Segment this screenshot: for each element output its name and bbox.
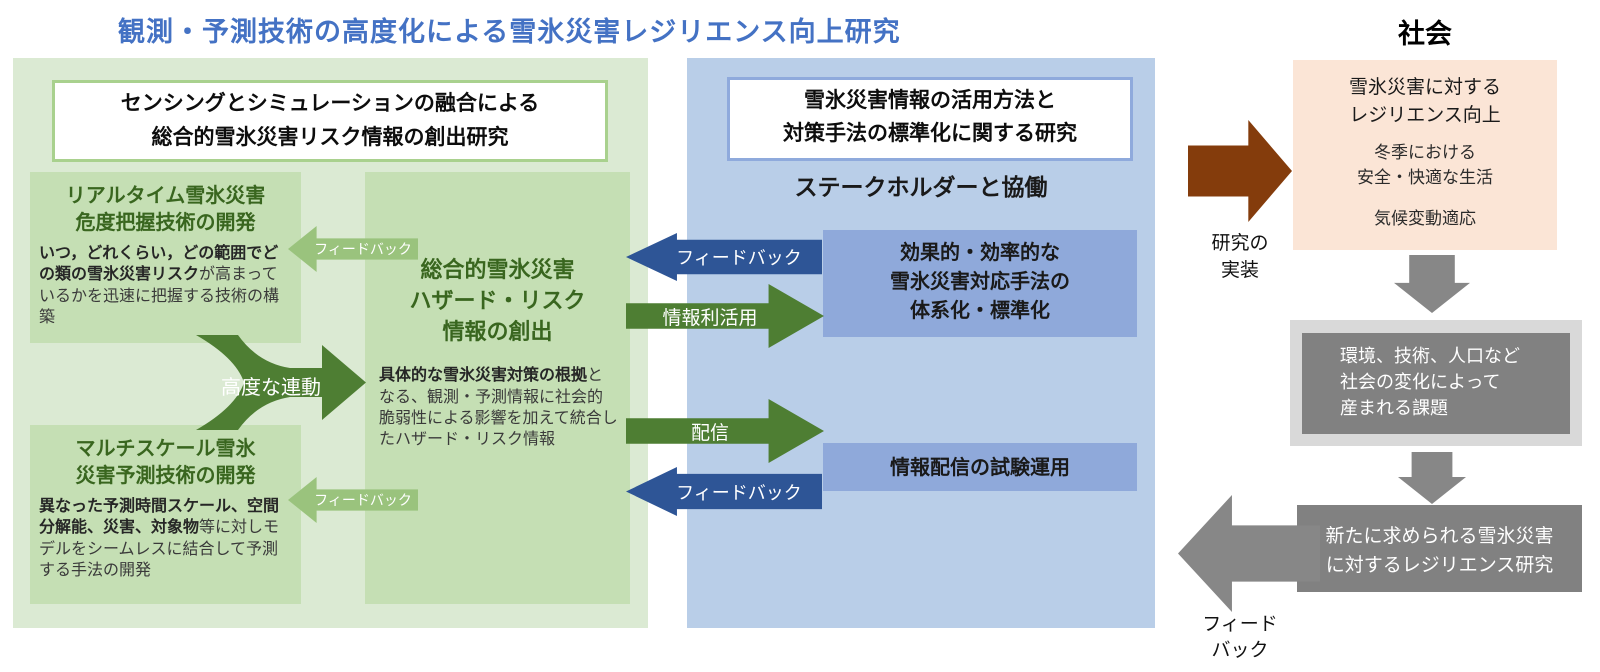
standardization-box: 効果的・効率的な 雪氷災害対応手法の 体系化・標準化 — [823, 230, 1137, 337]
feedback-arrow-top-label: フィードバック — [314, 242, 412, 258]
multiscale-forecast-body-bold: 異なった予測時間スケール、空間分解能、災害、対象物 — [39, 496, 280, 537]
multiscale-forecast-body-rest: 等に対しモデルをシームレスに結合して予測する手法の開発 — [39, 517, 280, 579]
blue-panel-header: 雪氷災害情報の活用方法と 対策手法の標準化に関する研究 — [727, 77, 1133, 161]
society-down-arrow-bottom-icon — [1398, 452, 1466, 504]
society-feedback-label: フィード バック — [1202, 613, 1278, 661]
research-implementation-arrow-icon — [1188, 120, 1292, 222]
multiscale-forecast-body: 異なった予測時間スケール、空間分解能、災害、対象物等に対しモデルをシームレスに結… — [30, 489, 301, 580]
society-heading: 社会 — [1398, 19, 1452, 50]
resilience-improvement-label: 雪氷災害に対する レジリエンス向上 — [1348, 76, 1501, 126]
multiscale-forecast-title: マルチスケール雪氷 災害予測技術の開発 — [75, 436, 256, 487]
new-resilience-research-box: 新たに求められる雪氷災害 に対するレジリエンス研究 — [1297, 505, 1582, 592]
advanced-linkage-arrow-icon — [196, 335, 366, 430]
realtime-hazard-body-bold: いつ，どれくらい，どの範囲でどの類の雪氷災害リスク — [39, 243, 279, 284]
winter-life-label: 冬季における 安全・快適な生活 — [1357, 143, 1493, 188]
advanced-linkage-label: 高度な連動 — [221, 375, 321, 399]
left-panel-header: センシングとシミュレーションの融合による 総合的雪氷災害リスク情報の創出研究 — [52, 80, 608, 162]
info-use-arrow-label: 情報利活用 — [662, 306, 758, 329]
society-down-arrow-top-icon — [1394, 255, 1470, 313]
integrated-hazard-risk-body: 具体的な雪氷災害対策の根拠となる、観測・予測情報に社会的脆弱性による影響を加えて… — [365, 348, 630, 449]
feedback-left-arrow-top-label: フィードバック — [676, 248, 802, 269]
research-implementation-label: 研究の 実装 — [1211, 232, 1269, 281]
delivery-arrow-label: 配信 — [690, 421, 729, 444]
realtime-hazard-box: リアルタイム雪氷災害 危度把握技術の開発 いつ，どれくらい，どの範囲でどの類の雪… — [30, 172, 301, 343]
integrated-hazard-risk-body-bold: 具体的な雪氷災害対策の根拠 — [379, 365, 588, 385]
multiscale-forecast-box: マルチスケール雪氷 災害予測技術の開発 異なった予測時間スケール、空間分解能、災… — [30, 425, 301, 604]
page-title: 観測・予測技術の高度化による雪氷災害レジリエンス向上研究 — [118, 17, 901, 48]
feedback-left-arrow-bottom-icon: フィードバック — [626, 467, 822, 516]
realtime-hazard-body-rest: が高まっているかを迅速に把握する技術の構築 — [39, 264, 280, 326]
climate-adaptation-label: 気候変動適応 — [1374, 209, 1476, 230]
social-change-challenge-box: 環境、技術、人口など 社会の変化によって 産まれる課題 — [1302, 333, 1570, 434]
society-outcome-box: 雪氷災害に対する レジリエンス向上 冬季における 安全・快適な生活 気候変動適応 — [1293, 60, 1557, 250]
feedback-arrow-bottom-label: フィードバック — [314, 493, 412, 509]
feedback-left-arrow-top-icon: フィードバック — [626, 233, 822, 281]
integrated-hazard-risk-box: 総合的雪氷災害 ハザード・リスク 情報の創出 具体的な雪氷災害対策の根拠となる、… — [365, 172, 630, 604]
integrated-hazard-risk-title: 総合的雪氷災害 ハザード・リスク 情報の創出 — [409, 258, 586, 345]
feedback-left-arrow-bottom-label: フィードバック — [676, 482, 802, 504]
realtime-hazard-title: リアルタイム雪氷災害 危度把握技術の開発 — [65, 183, 266, 234]
stakeholder-collaboration-label: ステークホルダーと協働 — [794, 175, 1048, 201]
realtime-hazard-body: いつ，どれくらい，どの範囲でどの類の雪氷災害リスクが高まっているかを迅速に把握す… — [30, 236, 301, 327]
integrated-hazard-risk-body-rest: となる、観測・予測情報に社会的脆弱性による影響を加えて統合したハザード・リスク情… — [379, 365, 618, 449]
trial-distribution-box: 情報配信の試験運用 — [823, 443, 1137, 491]
